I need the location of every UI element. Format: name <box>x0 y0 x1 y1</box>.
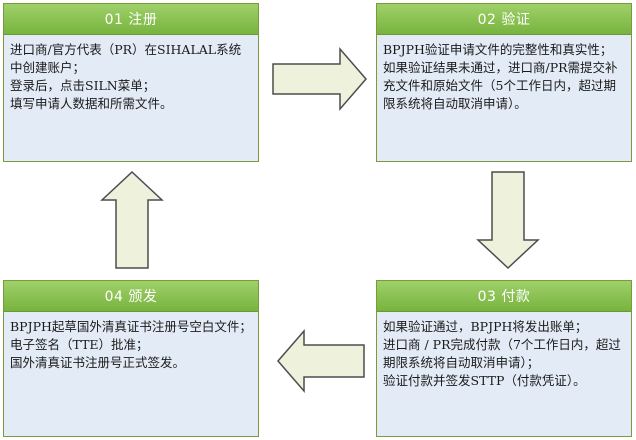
step-payment-box: 03 付款 如果验证通过，BPJPH将发出账单； 进口商 / PR完成付款（7个… <box>376 280 632 437</box>
step-verify-body: BPJPH验证申请文件的完整性和真实性； 如果验证结果未通过，进口商/PR需提交… <box>377 35 631 117</box>
step-register-title: 01 注册 <box>4 4 258 35</box>
step-issue-line-1: BPJPH起草国外清真证书注册号空白文件； <box>10 319 252 334</box>
step-verify-title: 02 验证 <box>377 4 631 35</box>
step-issue-title: 04 颁发 <box>4 281 258 312</box>
step-payment-line-3: 验证付款并签发STTP（付款凭证）。 <box>383 373 586 388</box>
step-register-line-3: 填写申请人数据和所需文件。 <box>10 96 173 111</box>
step-issue-box: 04 颁发 BPJPH起草国外清真证书注册号空白文件； 电子签名（TTE）批准；… <box>3 280 259 437</box>
step-issue-line-3: 国外清真证书注册号正式签发。 <box>10 355 186 370</box>
step-register-body: 进口商/官方代表（PR）在SIHALAL系统中创建账户； 登录后，点击SILN菜… <box>4 35 258 117</box>
arrow-down-shape <box>476 171 540 270</box>
step-payment-title: 03 付款 <box>377 281 631 312</box>
arrow-up-shape <box>100 170 164 269</box>
step-issue-line-2: 电子签名（TTE）批准； <box>10 337 149 352</box>
step-issue-body: BPJPH起草国外清真证书注册号空白文件； 电子签名（TTE）批准； 国外清真证… <box>4 312 258 376</box>
step-payment-line-2: 进口商 / PR完成付款（7个工作日内，超过期限系统将自动取消申请）； <box>383 337 621 370</box>
step-verify-line-2: 如果验证结果未通过，进口商/PR需提交补充文件和原始文件（5个工作日内，超过期限… <box>383 60 618 111</box>
step-payment-body: 如果验证通过，BPJPH将发出账单； 进口商 / PR完成付款（7个工作日内，超… <box>377 312 631 394</box>
step-register-line-2: 登录后，点击SILN菜单； <box>10 78 156 93</box>
arrow-left-shape <box>277 328 365 394</box>
arrow-right-shape <box>272 46 367 112</box>
step-verify-line-1: BPJPH验证申请文件的完整性和真实性； <box>383 42 613 57</box>
step-payment-line-1: 如果验证通过，BPJPH将发出账单； <box>383 319 588 334</box>
step-verify-box: 02 验证 BPJPH验证申请文件的完整性和真实性； 如果验证结果未通过，进口商… <box>376 3 632 162</box>
step-register-box: 01 注册 进口商/官方代表（PR）在SIHALAL系统中创建账户； 登录后，点… <box>3 3 259 162</box>
step-register-line-1: 进口商/官方代表（PR）在SIHALAL系统中创建账户； <box>10 42 242 75</box>
